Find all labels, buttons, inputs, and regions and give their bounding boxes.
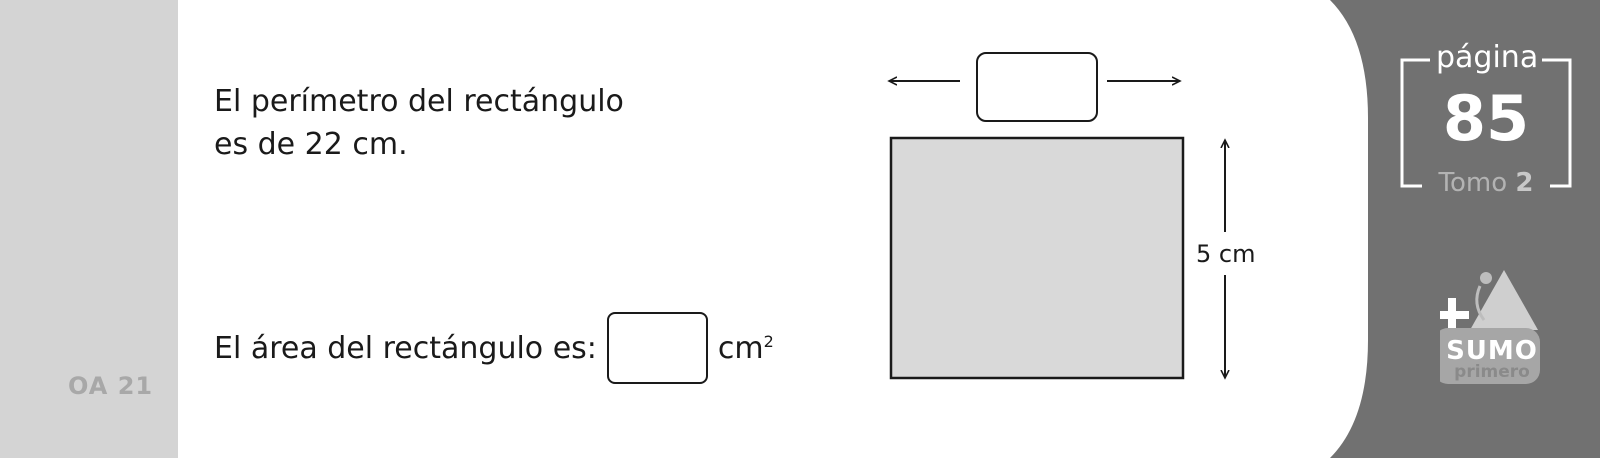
width-answer-box[interactable] [976,52,1098,122]
area-prompt: El área del rectángulo es: [214,330,597,366]
area-answer-box[interactable] [606,312,708,384]
statement-line-2: es de 22 cm. [214,127,408,162]
left-margin-strip [0,0,178,458]
volume-label: Tomo 2 [1438,168,1534,198]
objective-code: OA 21 [68,372,154,400]
area-question: El área del rectángulo es: cm2 [214,312,774,384]
problem-statement: El perímetro del rectángulo es de 22 cm. [214,80,624,166]
area-unit: cm2 [717,330,774,366]
gray-rectangle [889,136,1185,380]
height-label: 5 cm [1196,240,1255,268]
page-badge-bracket [1400,58,1572,188]
volume-number: 2 [1515,168,1534,198]
area-unit-exponent: 2 [763,331,774,351]
logo-primero-text: primero [1454,362,1530,382]
statement-line-1: El perímetro del rectángulo [214,84,624,119]
page-word: página [1436,40,1539,75]
logo-sumo-text: SUMO [1446,336,1538,366]
panel-curved-edge [1330,0,1410,458]
page-number: 85 [1442,82,1530,155]
sumo-primero-logo-icon [1440,270,1540,384]
